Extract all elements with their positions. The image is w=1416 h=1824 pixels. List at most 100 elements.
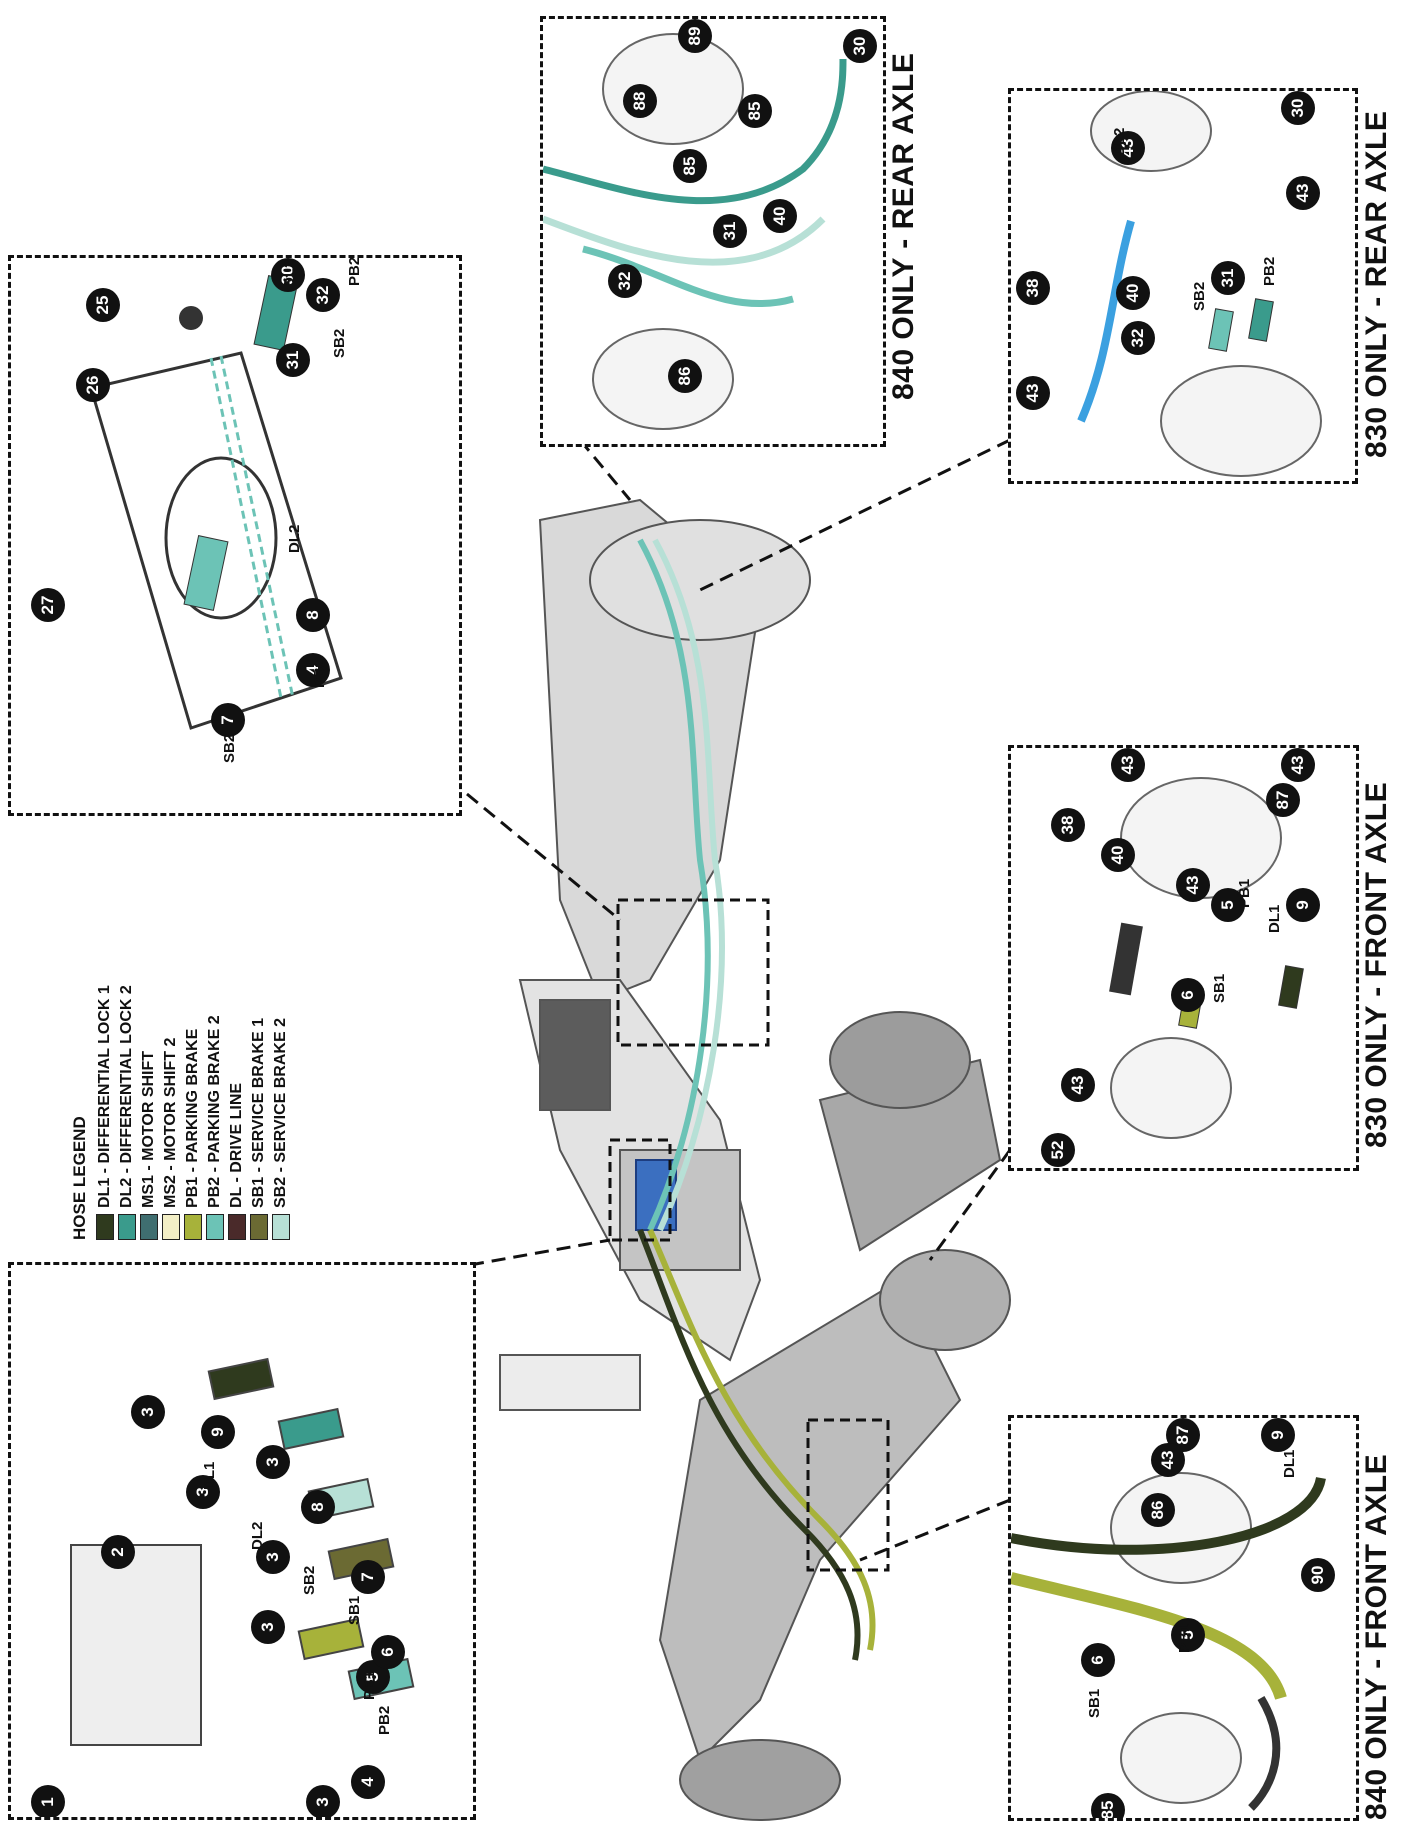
callout-43: 43	[1111, 748, 1145, 782]
legend-item: SB2 - SERVICE BRAKE 2	[272, 1018, 290, 1240]
legend-item: SB1 - SERVICE BRAKE 1	[250, 1018, 268, 1240]
callout-1: 1	[31, 1785, 65, 1817]
callout-38: 38	[1051, 808, 1085, 842]
hose-tag-dl1: DL1	[201, 1461, 218, 1490]
legend-item: DL2 - DIFFERENTIAL LOCK 2	[118, 985, 136, 1240]
legend-label: PB1 - PARKING BRAKE	[184, 1028, 201, 1208]
callout-3: 3	[131, 1395, 165, 1429]
legend-swatch	[184, 1214, 202, 1240]
legend-label: DL2 - DIFFERENTIAL LOCK 2	[118, 985, 135, 1208]
callout-43: 43	[1281, 748, 1315, 782]
title-840-rear-axle: 840 ONLY - REAR AXLE	[887, 52, 920, 400]
callout-87: 87	[1266, 783, 1300, 817]
hose-tag-pb1: PB1	[1236, 878, 1253, 908]
hose-tag-sb1: SB1	[346, 1595, 363, 1625]
callout-6: 6	[1081, 1643, 1115, 1677]
legend-item: MS1 - MOTOR SHIFT	[140, 1051, 158, 1240]
callout-32: 32	[306, 278, 340, 312]
legend-item: DL - DRIVE LINE	[228, 1083, 246, 1240]
callout-31: 31	[1211, 261, 1245, 295]
callout-2: 2	[101, 1535, 135, 1569]
hose-tag-dl1: DL1	[1266, 904, 1283, 933]
callout-8: 8	[301, 1490, 335, 1524]
callout-43: 43	[1176, 868, 1210, 902]
callout-32: 32	[1121, 321, 1155, 355]
machine-body	[499, 498, 1011, 1821]
callout-3: 3	[256, 1445, 290, 1479]
legend-swatch	[96, 1214, 114, 1240]
callout-30: 30	[843, 29, 877, 63]
legend-label: MS2 - MOTOR SHIFT 2	[162, 1037, 179, 1208]
title-830-rear-axle: 830 ONLY - REAR AXLE	[1360, 110, 1393, 458]
callout-30: 30	[1281, 91, 1315, 125]
hose-tag-pb2: PB2	[346, 256, 363, 286]
hose-tag-pb2: PB2	[311, 658, 328, 688]
callout-43: 43	[1016, 376, 1050, 410]
legend-swatch	[206, 1214, 224, 1240]
legend-title: HOSE LEGEND	[70, 1116, 89, 1240]
callout-6: 6	[371, 1635, 405, 1669]
legend-label: DL1 - DIFFERENTIAL LOCK 1	[96, 985, 113, 1208]
hose-tag-sb1: SB1	[1086, 1688, 1103, 1718]
callout-25: 25	[86, 288, 120, 322]
callout-31: 31	[713, 214, 747, 248]
hose-tag-dl2: DL2	[249, 1521, 266, 1550]
callout-38: 38	[1016, 271, 1050, 305]
legend-swatch	[118, 1214, 136, 1240]
callout-3: 3	[251, 1610, 285, 1644]
callout-40: 40	[1101, 838, 1135, 872]
callout-86: 86	[1141, 1493, 1175, 1527]
focus-boxes	[608, 898, 890, 1572]
title-840-front-axle: 840 ONLY - FRONT AXLE	[1360, 1453, 1393, 1820]
leader-lines	[449, 438, 1012, 1562]
hose-tag-sb1: SB1	[1211, 973, 1228, 1003]
callout-32: 32	[608, 264, 642, 298]
callout-90: 90	[1301, 1558, 1335, 1592]
callout-85: 85	[738, 94, 772, 128]
hose-tag-sb2: SB2	[331, 328, 348, 358]
callout-9: 9	[201, 1415, 235, 1449]
hose-tag-sb2: SB2	[221, 733, 238, 763]
legend-label: SB1 - SERVICE BRAKE 1	[250, 1018, 267, 1208]
hose-tag-pb1: PB1	[1176, 1623, 1193, 1653]
legend-item: MS2 - MOTOR SHIFT 2	[162, 1038, 180, 1240]
legend-item: DL1 - DIFFERENTIAL LOCK 1	[96, 985, 114, 1240]
legend-item: PB1 - PARKING BRAKE	[184, 1029, 202, 1240]
hose-tag-pb2: PB2	[1261, 256, 1278, 286]
callout-8: 8	[296, 598, 330, 632]
title-830-front-axle: 830 ONLY - FRONT AXLE	[1360, 781, 1393, 1148]
callout-6: 6	[1171, 978, 1205, 1012]
legend-label: PB2 - PARKING BRAKE 2	[206, 1015, 223, 1208]
callout-88: 88	[623, 84, 657, 118]
callout-85: 85	[1091, 1793, 1125, 1818]
callout-9: 9	[1286, 888, 1320, 922]
legend-swatch	[140, 1214, 158, 1240]
callout-40: 40	[1116, 276, 1150, 310]
legend-swatch	[272, 1214, 290, 1240]
hose-routes	[637, 538, 876, 1661]
callout-26: 26	[76, 368, 110, 402]
legend-swatch	[162, 1214, 180, 1240]
rear-axle-detail-drawing	[89, 275, 343, 730]
hose-tag-pb1: PB1	[361, 1670, 378, 1700]
callout-9: 9	[1261, 1418, 1295, 1452]
hose-tag-dl2: DL2	[281, 259, 298, 288]
callout-43: 43	[1061, 1068, 1095, 1102]
legend-item: PB2 - PARKING BRAKE 2	[206, 1015, 224, 1240]
hose-tag-dl2: DL2	[1111, 127, 1128, 156]
legend-label: DL - DRIVE LINE	[228, 1082, 245, 1208]
callout-3: 3	[306, 1785, 340, 1817]
callout-85: 85	[673, 149, 707, 183]
hose-tag-pb2: PB2	[376, 1705, 393, 1735]
callout-52: 52	[1041, 1133, 1075, 1167]
legend-swatch	[228, 1214, 246, 1240]
callout-40: 40	[763, 199, 797, 233]
callout-7: 7	[211, 703, 245, 737]
